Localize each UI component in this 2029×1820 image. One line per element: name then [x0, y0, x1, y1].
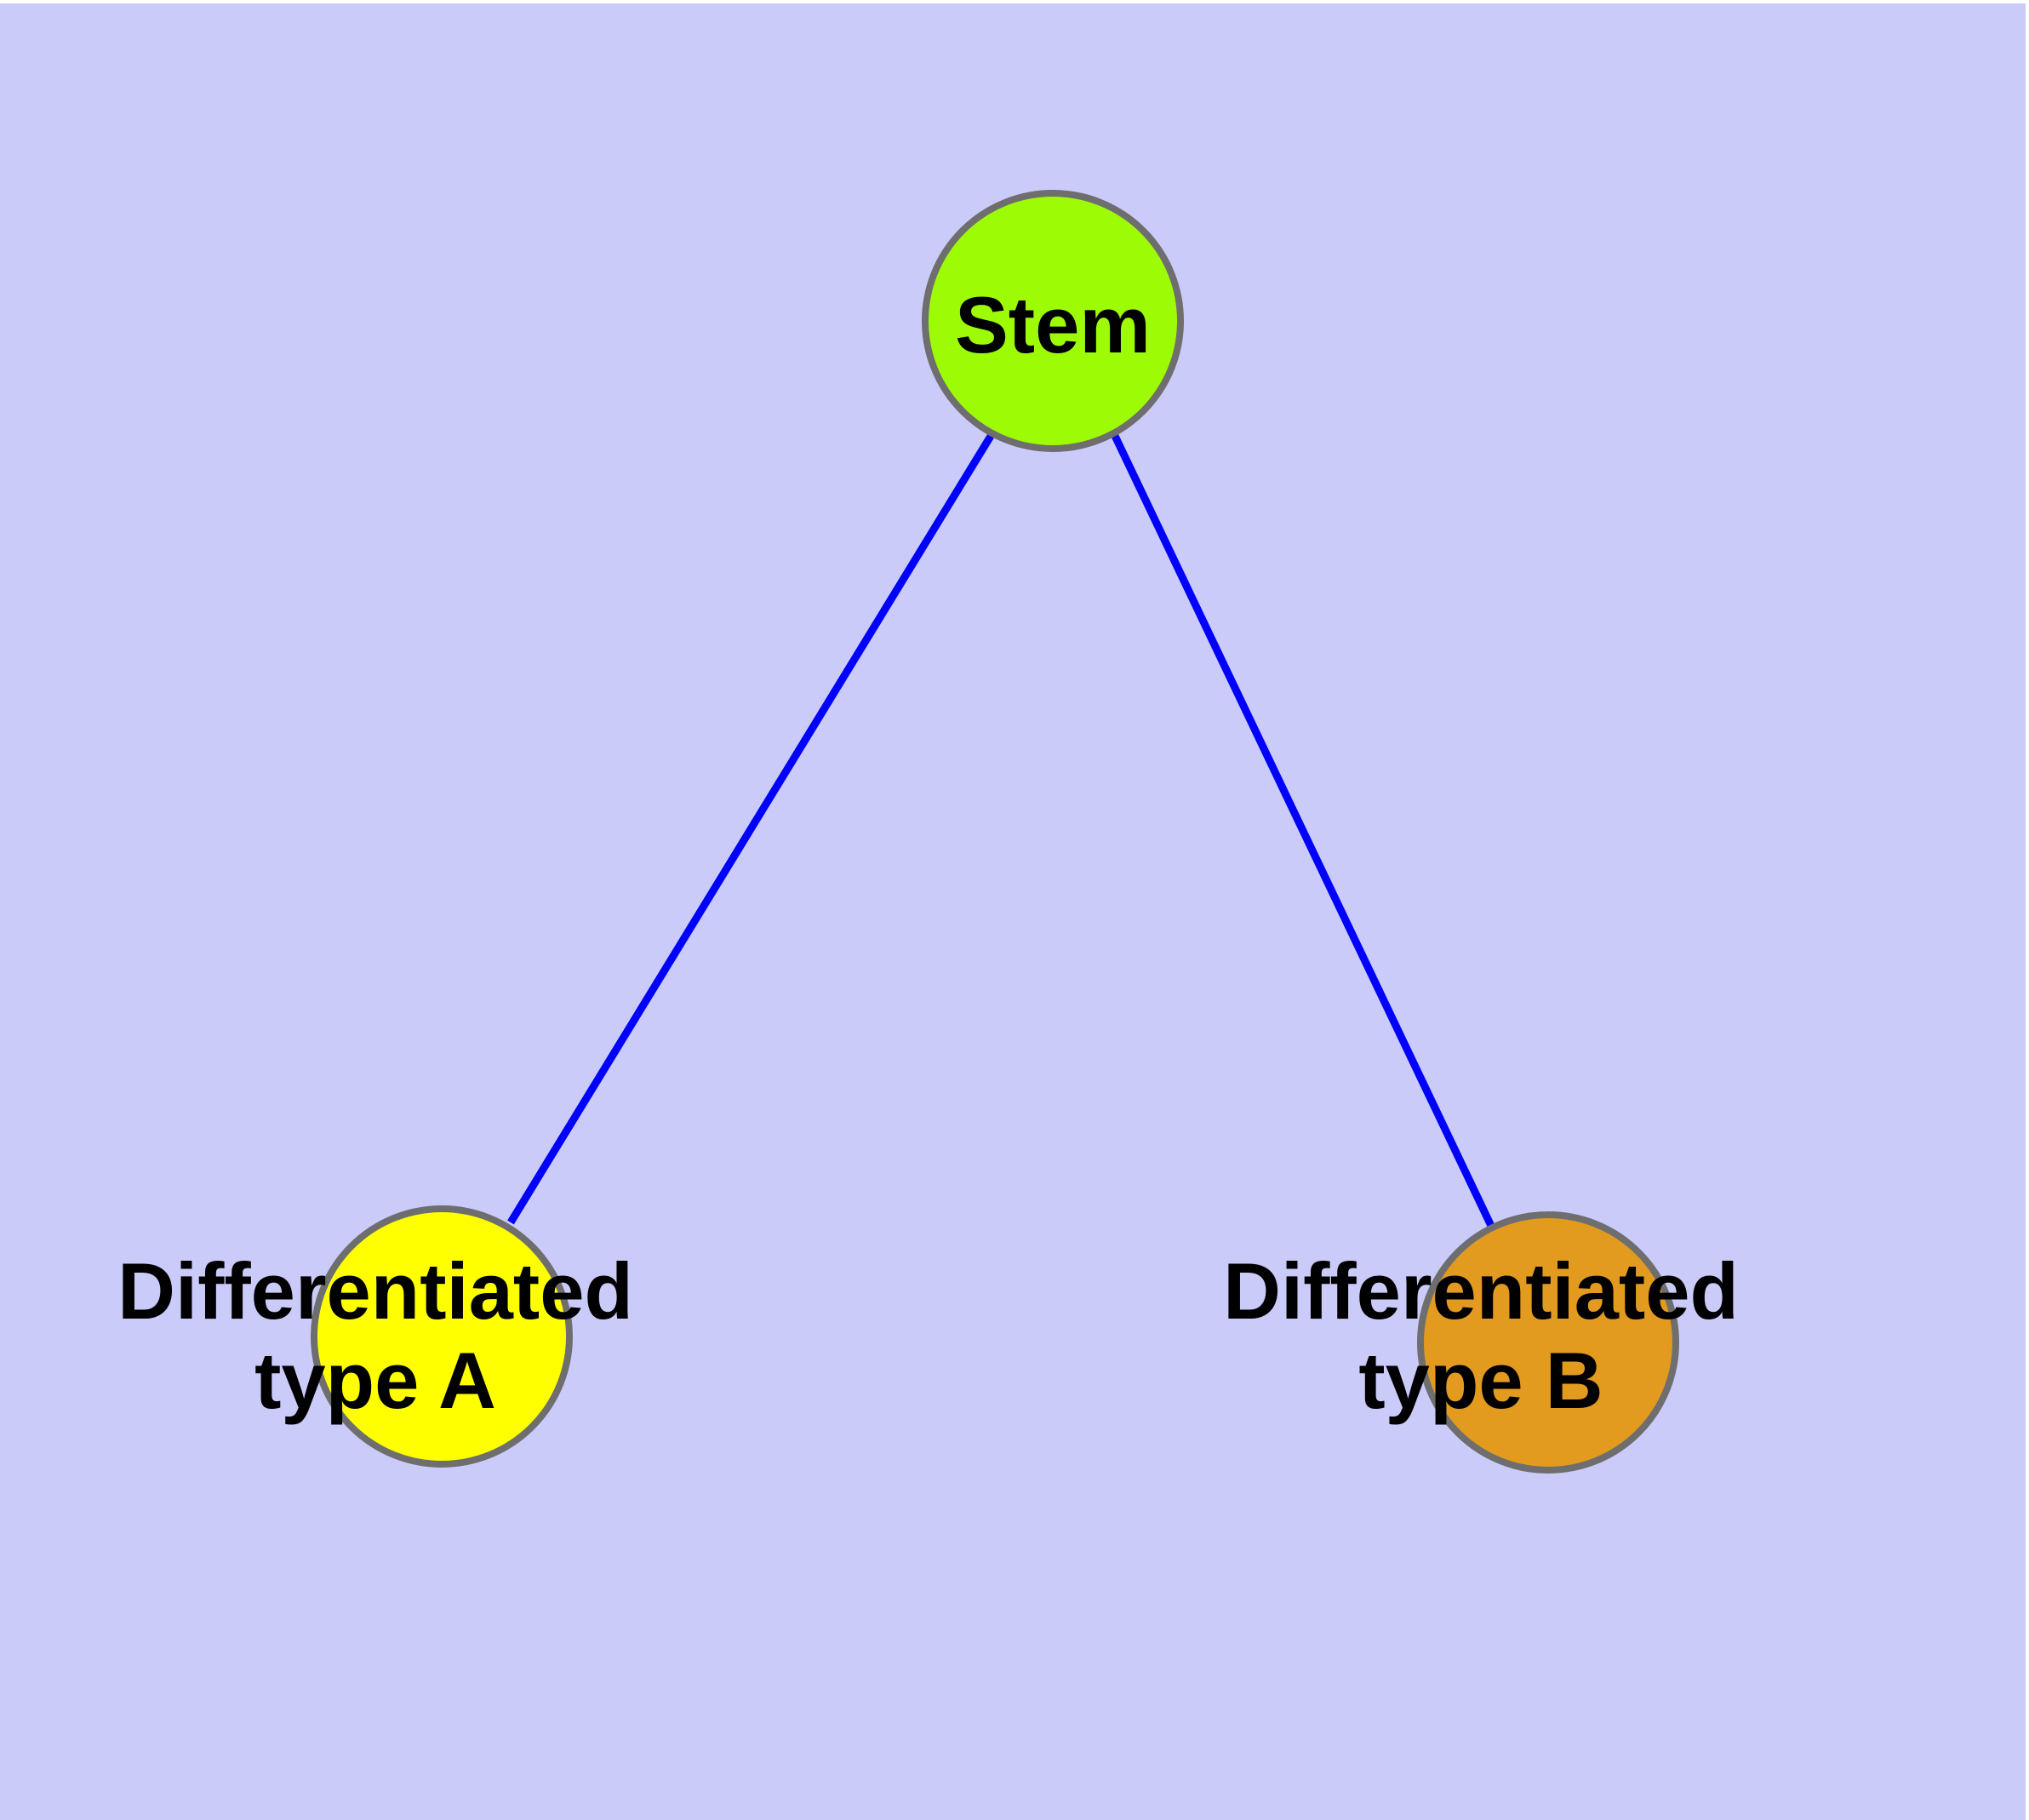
label-layer: Stem Differentiated type A Differentiate… — [117, 280, 1739, 1425]
edge-stem-to-differentiated-a[interactable] — [507, 431, 996, 1225]
graph-background: Stem Differentiated type A Differentiate… — [0, 3, 2026, 1820]
node-differentiated-a-label-line1: Differentiated — [117, 1246, 633, 1336]
node-differentiated-b-label-line2: type B — [1358, 1336, 1603, 1425]
node-differentiated-a-circle[interactable] — [311, 1205, 573, 1468]
node-stem[interactable] — [922, 190, 1184, 452]
node-stem-circle[interactable] — [922, 190, 1184, 452]
node-layer — [311, 190, 1679, 1474]
node-stem-label-line1: Stem — [955, 280, 1151, 369]
node-differentiated-b-circle[interactable] — [1417, 1211, 1679, 1474]
node-differentiated-a[interactable] — [311, 1205, 573, 1468]
node-differentiated-a-label-line2: type A — [254, 1336, 496, 1425]
node-differentiated-b[interactable] — [1417, 1211, 1679, 1474]
edge-stem-to-differentiated-b[interactable] — [1111, 434, 1495, 1228]
graph-svg: Stem Differentiated type A Differentiate… — [117, 190, 1739, 1474]
node-differentiated-b-label-line1: Differentiated — [1223, 1246, 1739, 1336]
edge-layer — [507, 431, 1495, 1228]
